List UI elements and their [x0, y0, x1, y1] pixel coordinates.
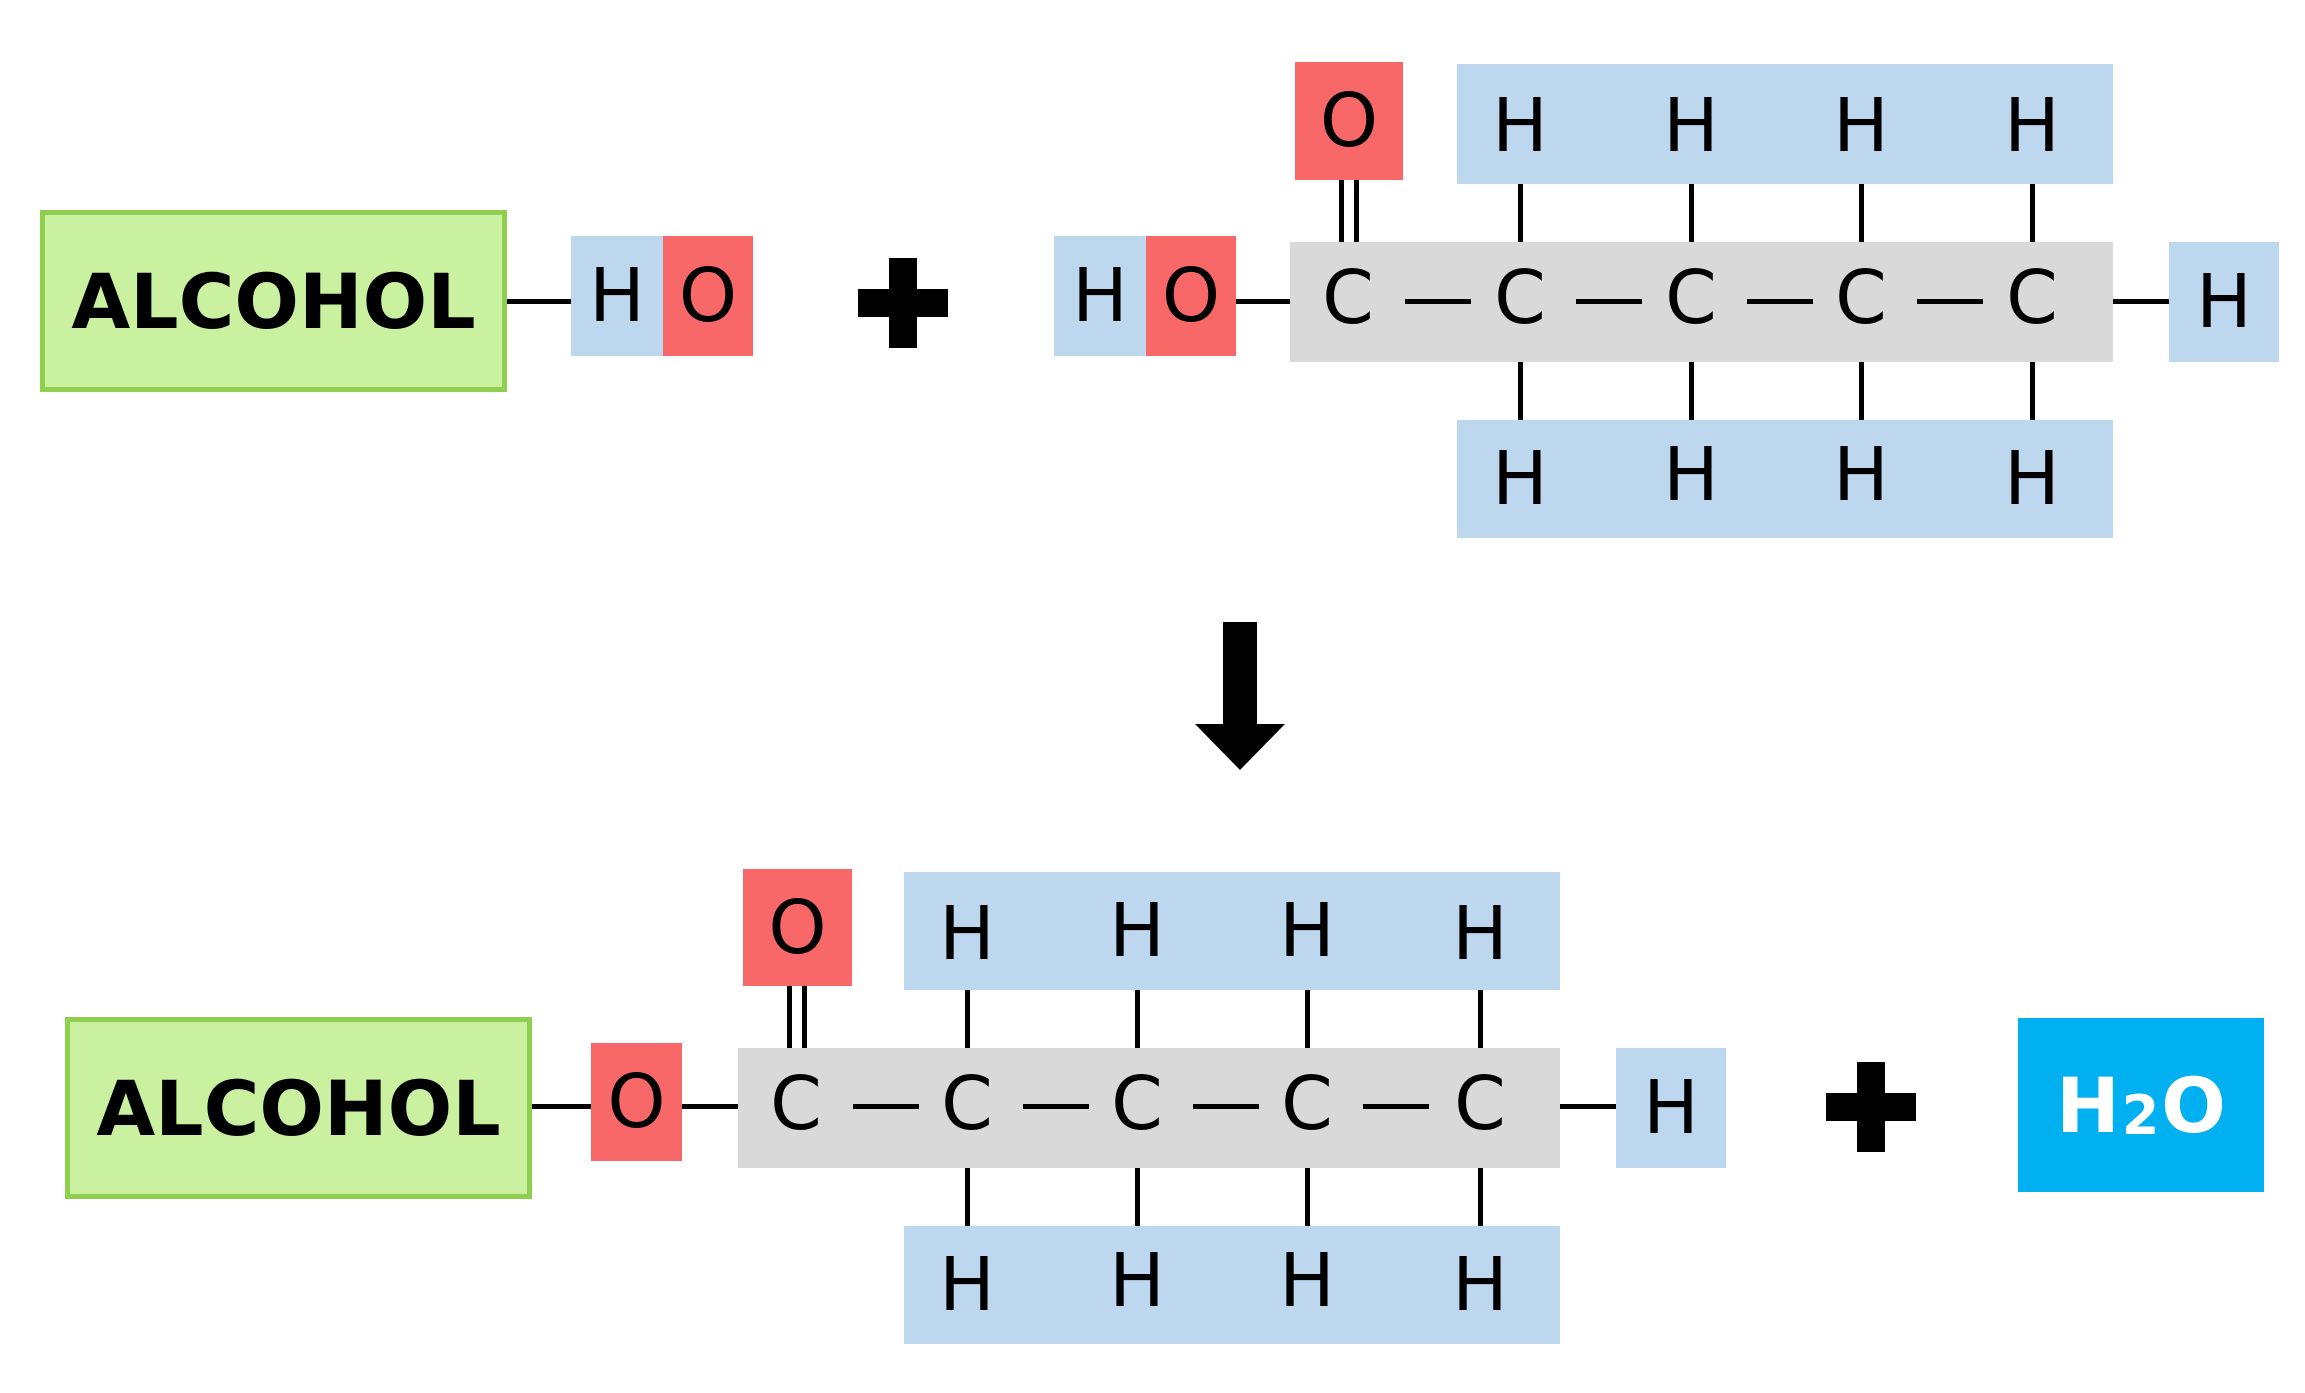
bond-alcohol-ester-o	[532, 1104, 591, 1109]
alcohol-box-product: ALCOHOL	[65, 1017, 532, 1199]
acid-hydroxyl-h-label: H	[1072, 253, 1128, 339]
ester-bottom-bond-3	[1305, 1168, 1310, 1226]
acid-top-h-3: H	[1833, 83, 1889, 169]
acid-carbon-2: C	[1494, 255, 1546, 341]
acid-top-h-2: H	[1663, 83, 1719, 169]
ester-top-bond-4	[1478, 990, 1483, 1048]
hydroxyl-o-label: O	[678, 253, 738, 339]
acid-bottom-bond-4	[2030, 362, 2035, 420]
water-o: O	[2161, 1060, 2226, 1150]
acid-hydroxyl-h-box	[1054, 236, 1146, 356]
ester-carbonyl-o-box	[743, 869, 852, 986]
ester-top-h-3: H	[1279, 888, 1335, 974]
ester-bottom-bond-1	[965, 1168, 970, 1226]
ester-bottom-h-3: H	[1279, 1238, 1335, 1324]
water-subscript: 2	[2121, 1083, 2160, 1147]
ester-carbon-4: C	[1281, 1061, 1333, 1147]
acid-carbon-5: C	[2006, 255, 2058, 341]
acid-cc-bond-3	[1747, 299, 1813, 304]
acid-hydroxyl-o-label: O	[1161, 253, 1221, 339]
ester-cc-bond-1	[853, 1104, 919, 1109]
bond-alcohol-hydroxyl	[507, 299, 571, 304]
ester-carbon-5: C	[1454, 1061, 1506, 1147]
ester-top-bond-2	[1135, 990, 1140, 1048]
acid-bottom-h-3: H	[1833, 432, 1889, 518]
plus-icon	[1826, 1062, 1916, 1152]
acid-bottom-bond-3	[1859, 362, 1864, 420]
acid-carbonyl-o-box	[1295, 62, 1403, 180]
ester-bottom-bond-4	[1478, 1168, 1483, 1226]
acid-cc-bond-4	[1917, 299, 1983, 304]
hydroxyl-h-label: H	[589, 253, 645, 339]
acid-carbonyl-o-label: O	[1319, 78, 1379, 164]
ester-top-bond-3	[1305, 990, 1310, 1048]
acid-hydroxyl-o-box	[1146, 236, 1236, 356]
acid-terminal-h-box	[2169, 242, 2279, 362]
acid-terminal-bond	[2113, 299, 2169, 304]
ester-cc-bond-2	[1023, 1104, 1089, 1109]
acid-double-bond-right	[1354, 180, 1359, 242]
ester-bottom-h-1: H	[939, 1242, 995, 1328]
plus-icon	[858, 258, 948, 348]
acid-top-h-1: H	[1492, 83, 1548, 169]
bond-ester-o-carbon	[682, 1104, 738, 1109]
acid-top-hydrogens-band	[1457, 64, 2113, 184]
acid-bottom-h-2: H	[1663, 432, 1719, 518]
ester-carbon-3: C	[1111, 1061, 1163, 1147]
ester-top-h-2: H	[1109, 888, 1165, 974]
acid-bottom-bond-1	[1518, 362, 1523, 420]
acid-top-bond-1	[1518, 184, 1523, 242]
ester-bottom-bond-2	[1135, 1168, 1140, 1226]
acid-bottom-bond-2	[1689, 362, 1694, 420]
ester-bottom-h-2: H	[1109, 1238, 1165, 1324]
ester-top-hydrogens-band	[904, 872, 1560, 990]
ester-terminal-h-box	[1616, 1048, 1726, 1168]
ester-bottom-h-4: H	[1452, 1242, 1508, 1328]
acid-top-bond-3	[1859, 184, 1864, 242]
hydroxyl-o-box	[663, 236, 753, 356]
acid-carbon-4: C	[1835, 255, 1887, 341]
acid-terminal-h-label: H	[2196, 259, 2252, 345]
acid-double-bond-left	[1339, 180, 1344, 242]
alcohol-box-reactant: ALCOHOL	[40, 210, 507, 392]
ester-carbonyl-o-label: O	[768, 884, 827, 971]
ester-terminal-bond	[1560, 1104, 1616, 1109]
arrow-down-icon	[1195, 622, 1285, 770]
ester-terminal-h-label: H	[1643, 1065, 1699, 1151]
acid-bottom-hydrogens-band	[1457, 420, 2113, 538]
ester-double-bond-right	[802, 986, 807, 1048]
ester-o-label: O	[607, 1059, 666, 1145]
acid-carbon-3: C	[1665, 255, 1717, 341]
ester-cc-bond-4	[1363, 1104, 1429, 1109]
acid-carbon-1: C	[1322, 255, 1374, 341]
water-h: H	[2056, 1060, 2120, 1150]
ester-cc-bond-3	[1193, 1104, 1259, 1109]
acid-cc-bond-1	[1405, 299, 1471, 304]
acid-bottom-h-1: H	[1492, 436, 1548, 522]
acid-cc-bond-2	[1576, 299, 1642, 304]
bond-acid-o-carbon	[1236, 299, 1290, 304]
acid-top-h-4: H	[2004, 83, 2060, 169]
acid-bottom-h-4: H	[2004, 436, 2060, 522]
ester-carbon-1: C	[770, 1061, 822, 1147]
acid-top-bond-4	[2030, 184, 2035, 242]
ester-carbon-2: C	[941, 1061, 993, 1147]
ester-top-h-1: H	[939, 891, 995, 977]
acid-top-bond-2	[1689, 184, 1694, 242]
hydroxyl-h-box	[571, 236, 663, 356]
ester-double-bond-left	[787, 986, 792, 1048]
ester-o-box	[591, 1043, 682, 1161]
ester-bottom-hydrogens-band	[904, 1226, 1560, 1344]
ester-top-h-4: H	[1452, 891, 1508, 977]
ester-top-bond-1	[965, 990, 970, 1048]
